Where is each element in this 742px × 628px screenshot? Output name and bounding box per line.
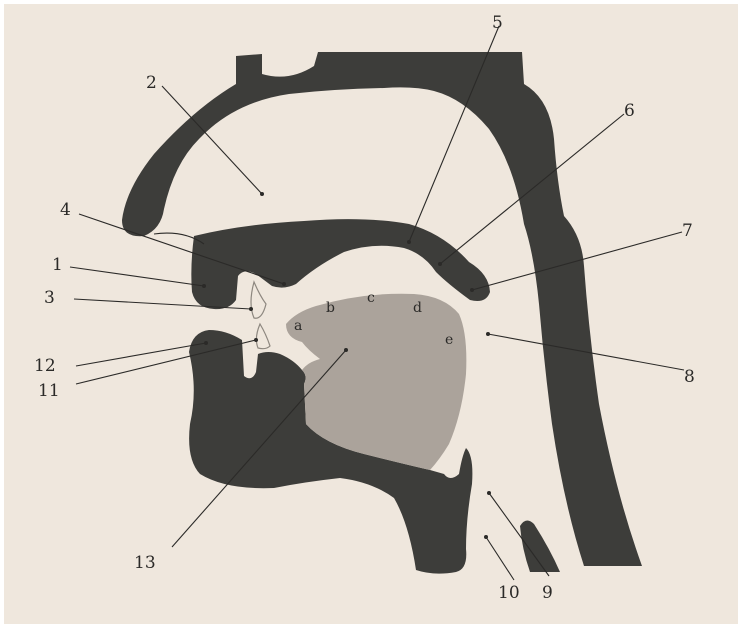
tongue-label-b: b bbox=[326, 300, 335, 316]
label-4: 4 bbox=[60, 200, 71, 220]
tongue-label-a: a bbox=[294, 318, 302, 334]
label-3: 3 bbox=[44, 288, 55, 308]
label-11: 11 bbox=[38, 381, 60, 401]
tongue-label-e: e bbox=[445, 332, 453, 348]
label-1: 1 bbox=[52, 255, 63, 275]
label-13: 13 bbox=[134, 553, 156, 573]
label-10: 10 bbox=[498, 583, 520, 603]
vocal-tract-diagram: 1 2 3 4 5 6 7 8 9 10 11 12 13 a b c d e bbox=[4, 4, 738, 624]
label-9: 9 bbox=[542, 583, 553, 603]
tongue-label-c: c bbox=[367, 290, 375, 306]
label-6: 6 bbox=[624, 101, 635, 121]
label-2: 2 bbox=[146, 73, 157, 93]
label-7: 7 bbox=[682, 221, 693, 241]
label-8: 8 bbox=[684, 367, 695, 387]
tongue-label-d: d bbox=[413, 300, 422, 316]
label-5: 5 bbox=[492, 13, 503, 33]
label-12: 12 bbox=[34, 356, 56, 376]
